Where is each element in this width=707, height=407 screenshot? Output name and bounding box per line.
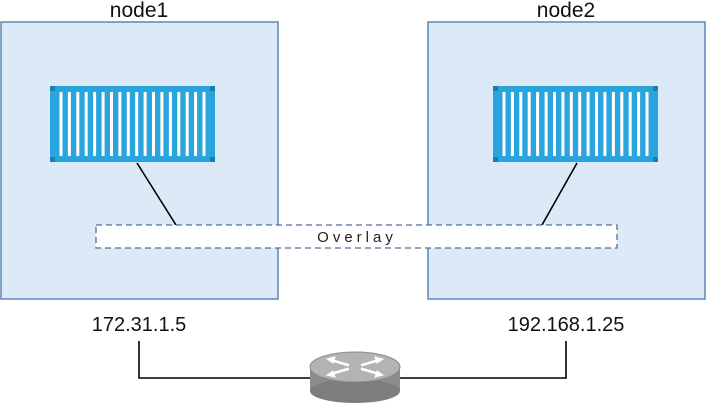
- container-rib: [118, 92, 122, 156]
- container-2-overlay-link: [541, 162, 578, 226]
- container-rib: [519, 92, 523, 156]
- container-rib: [110, 92, 113, 156]
- router-arrows: [325, 356, 385, 378]
- container-rib: [101, 92, 105, 156]
- container-2-corner: [653, 157, 658, 162]
- container-rib: [185, 92, 189, 156]
- container-2-body: [493, 86, 658, 162]
- container-rib: [527, 92, 531, 156]
- container-1-overlay-link: [136, 162, 177, 226]
- container-1-ribs: [59, 92, 206, 156]
- container-rib: [177, 92, 181, 156]
- container-rib: [561, 92, 565, 156]
- container-rib: [586, 92, 590, 156]
- overlay-band: [95, 224, 618, 249]
- container-rib: [510, 92, 514, 156]
- container-rib: [67, 92, 71, 156]
- container-rib: [544, 92, 548, 156]
- node-1-title: node1: [110, 0, 168, 22]
- container-rib: [595, 92, 598, 156]
- node-2-ip: 192.168.1.25: [508, 314, 625, 336]
- container-rib: [59, 92, 63, 156]
- container-1-corner: [210, 157, 215, 162]
- container-rib: [569, 92, 573, 156]
- container-rib: [603, 92, 607, 156]
- container-rib: [628, 92, 632, 156]
- container-rib: [152, 92, 155, 156]
- container-rib: [637, 92, 641, 156]
- container-2-corner: [493, 157, 498, 162]
- container-2-corner: [493, 86, 498, 91]
- node-1-ip: 172.31.1.5: [92, 314, 187, 336]
- router-bottom: [310, 379, 400, 403]
- overlay-network: Overlay: [95, 224, 618, 249]
- container-1-corner: [50, 86, 55, 91]
- shipping-container-icon: [493, 86, 658, 162]
- container-rib: [168, 92, 172, 156]
- container-rib: [553, 92, 556, 156]
- container-rib: [126, 92, 130, 156]
- container-1-corner: [50, 157, 55, 162]
- container-rib: [93, 92, 97, 156]
- node-2-router-link: [400, 341, 567, 379]
- container-1-corner: [210, 86, 215, 91]
- container-2-corner: [653, 86, 658, 91]
- node-2: node2: [427, 0, 706, 300]
- container-rib: [76, 92, 80, 156]
- container-rib: [143, 92, 147, 156]
- shipping-container-icon: [50, 86, 215, 162]
- container-rib: [160, 92, 164, 156]
- container-rib: [611, 92, 615, 156]
- container-rib: [202, 92, 206, 156]
- container-1-body: [50, 86, 215, 162]
- container-rib: [536, 92, 540, 156]
- container-rib: [578, 92, 582, 156]
- container-rib: [135, 92, 139, 156]
- node-1-router-link: [138, 341, 310, 379]
- router-icon: [309, 351, 401, 403]
- container-rib: [84, 92, 88, 156]
- container-rib: [502, 92, 506, 156]
- overlay-label: Overlay: [317, 229, 397, 246]
- container-rib: [194, 92, 198, 156]
- router-top: [309, 351, 401, 383]
- container-rib: [620, 92, 624, 156]
- node-2-title: node2: [537, 0, 595, 22]
- container-rib: [645, 92, 649, 156]
- container-2-ribs: [502, 92, 649, 156]
